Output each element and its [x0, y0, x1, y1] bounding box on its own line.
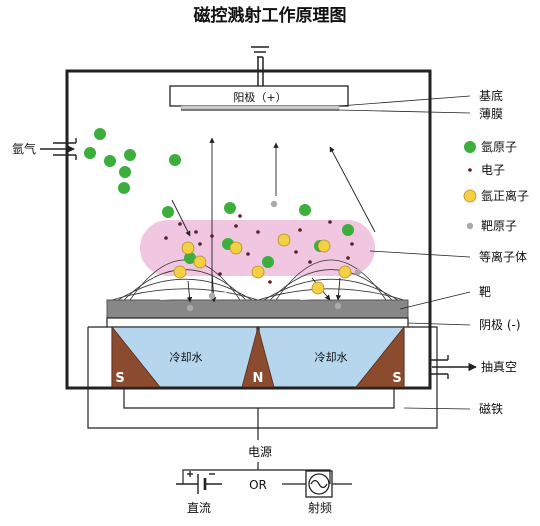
argon-atom	[224, 202, 236, 214]
film-label: 薄膜	[479, 106, 503, 121]
argon-atom	[124, 149, 136, 161]
electron	[328, 220, 332, 224]
substrate-label: 基底	[479, 88, 503, 103]
substrate-layer	[180, 105, 340, 110]
electron	[268, 280, 272, 284]
cooling-right-label: 冷却水	[315, 351, 348, 364]
electron	[164, 236, 168, 240]
argon-atom	[262, 256, 274, 268]
dc-label: 直流	[187, 501, 211, 515]
electron	[350, 242, 354, 246]
rf-source-symbol	[282, 470, 352, 498]
cathode-plate	[106, 317, 409, 328]
cathode-label: 阴极 (-)	[479, 318, 521, 332]
vacuum-label: 抽真空	[481, 360, 517, 374]
electron	[194, 230, 198, 234]
electron	[294, 250, 298, 254]
argon-ion	[173, 265, 187, 279]
target-label: 靶	[479, 285, 491, 299]
electron	[210, 234, 214, 238]
argon-atom	[184, 252, 196, 264]
vacuum-outlet-pipe	[430, 355, 477, 379]
argon-atom	[162, 206, 174, 218]
electron	[346, 256, 350, 260]
electron	[256, 230, 260, 234]
target-atom	[334, 302, 342, 310]
argon-ion	[311, 281, 325, 295]
gas-inlet-pipe	[40, 138, 77, 160]
electron	[234, 224, 238, 228]
callout-lines	[338, 95, 471, 410]
vacuum-chamber	[65, 69, 432, 390]
ground-symbol	[251, 46, 269, 87]
particles	[84, 128, 362, 312]
target-atom	[208, 292, 216, 300]
argon-ion	[193, 255, 207, 269]
electron	[298, 228, 302, 232]
pole-s-left: S	[115, 371, 124, 386]
legend-target-atom-marker	[466, 222, 474, 230]
argon-atom	[169, 154, 181, 166]
target-atom	[186, 304, 194, 312]
magnet-label: 磁铁	[479, 401, 503, 416]
particle-trajectories	[171, 137, 376, 303]
legend-target-atom-label: 靶原子	[481, 219, 517, 233]
target-atom	[270, 200, 278, 208]
argon-atom	[299, 204, 311, 216]
film-layer	[181, 109, 339, 111]
magnetic-field-lines	[111, 259, 405, 301]
magnets	[111, 325, 405, 388]
dc-source-symbol	[176, 471, 222, 494]
electron	[308, 260, 312, 264]
gas-inlet-label: 氩气	[12, 141, 36, 156]
legend-ar-ion-marker	[463, 189, 477, 203]
pole-n: N	[253, 371, 264, 386]
anode-label: 阳极（+）	[233, 90, 286, 104]
legend-ar-atom-marker	[464, 141, 476, 153]
power-label: 电源	[248, 445, 272, 459]
field-line	[275, 259, 387, 301]
legend-ar-ion-label: 氩正离子	[481, 188, 529, 203]
legend-ar-atom-label: 氩原子	[481, 140, 517, 154]
argon-ion	[317, 239, 331, 253]
target-plate	[106, 291, 409, 319]
or-label: OR	[249, 478, 267, 492]
argon-atom	[342, 224, 354, 236]
cooling-left-label: 冷却水	[170, 351, 203, 364]
rf-label: 射频	[308, 500, 332, 515]
argon-atom	[119, 166, 131, 178]
electron	[246, 252, 250, 256]
target-atom	[354, 268, 362, 276]
argon-ion	[338, 265, 352, 279]
legend-electron-marker	[468, 168, 472, 172]
legend: 氩原子 电子 氩正离子 靶原子	[463, 140, 529, 233]
pole-s-right: S	[392, 371, 401, 386]
argon-atom	[84, 147, 96, 159]
argon-ion	[251, 265, 265, 279]
circuit-wires	[87, 326, 438, 484]
field-line	[269, 269, 393, 301]
argon-atom	[118, 182, 130, 194]
diagram-title: 磁控溅射工作原理图	[194, 5, 347, 26]
electron	[178, 222, 182, 226]
electron	[238, 214, 242, 218]
plasma-label: 等离子体	[479, 249, 527, 264]
electron	[218, 272, 222, 276]
electron	[198, 242, 202, 246]
argon-atom	[104, 155, 116, 167]
argon-ion	[181, 241, 195, 255]
argon-atom	[94, 128, 106, 140]
argon-ion	[229, 241, 243, 255]
legend-electron-label: 电子	[481, 163, 505, 177]
argon-ion	[277, 233, 291, 247]
